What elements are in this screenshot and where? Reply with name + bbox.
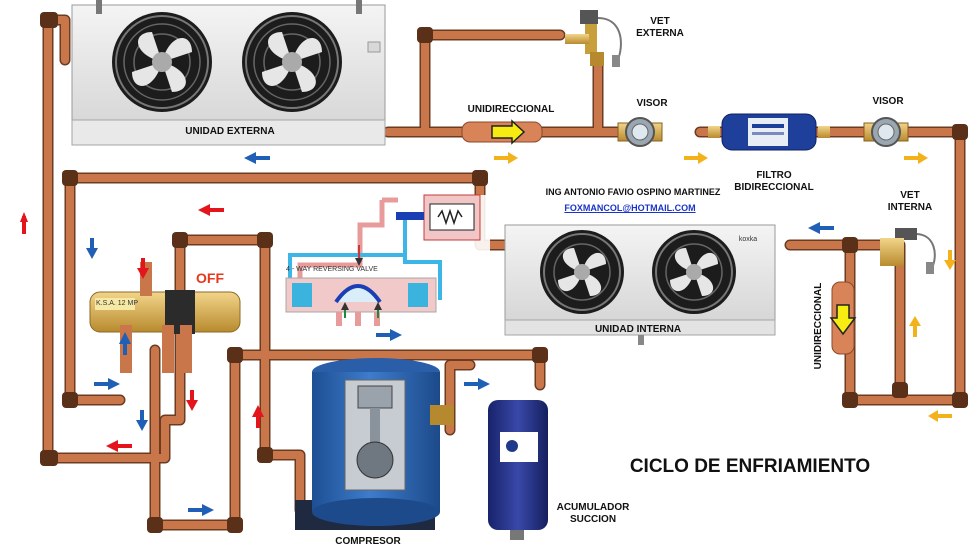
flow-arrow-blue <box>244 152 270 164</box>
fan-icon <box>112 12 212 112</box>
expansion-valve-external <box>565 10 622 67</box>
flow-arrow-blue <box>376 329 402 341</box>
sight-glass-right-label: VISOR <box>872 96 904 107</box>
author-name: ING ANTONIO FAVIO OSPINO MARTINEZ <box>545 187 721 197</box>
valve-tag: K.S.A. 12 MP <box>95 300 139 307</box>
reversing-valve-schematic <box>275 194 490 326</box>
flow-arrow-blue <box>119 332 131 355</box>
sight-glass-left <box>617 117 663 147</box>
filter-drier <box>708 113 830 151</box>
flow-arrow-blue <box>136 410 148 431</box>
indoor-unit-label: UNIDAD INTERNA <box>594 324 682 335</box>
vet-internal-label-line2: INTERNA <box>887 202 933 213</box>
flow-arrows <box>20 152 956 516</box>
author-email[interactable]: FOXMANCOL@HOTMAIL.COM <box>564 203 696 213</box>
flow-arrow-yellow <box>494 152 518 164</box>
flow-arrow-yellow <box>928 410 952 422</box>
accumulator-label-line2: SUCCION <box>569 514 617 525</box>
flow-arrow-blue <box>188 504 214 516</box>
expansion-valve-internal <box>880 228 936 274</box>
valve-status-off: OFF <box>196 270 224 286</box>
four-way-valve <box>89 262 241 373</box>
compressor-label: COMPRESOR <box>335 536 401 547</box>
vet-external-label-line2: EXTERNA <box>636 28 684 39</box>
flow-arrow-blue <box>464 378 490 390</box>
check-valve-side-label: UNIDIRECCIONAL <box>813 282 824 370</box>
fan-icon <box>540 230 624 314</box>
diagram-title: CICLO DE ENFRIAMIENTO <box>629 456 871 477</box>
indoor-unit-brand: koxka <box>738 236 758 243</box>
flow-arrow-yellow <box>904 152 928 164</box>
sight-glass-right <box>863 117 909 147</box>
flow-arrow-yellow <box>909 316 921 337</box>
check-valve-top <box>461 119 543 145</box>
flow-arrow-blue <box>94 378 120 390</box>
fan-icon <box>242 12 342 112</box>
compressor <box>295 358 454 530</box>
fan-icon <box>652 230 736 314</box>
flow-arrow-blue <box>808 222 834 234</box>
outdoor-unit-label: UNIDAD EXTERNA <box>185 126 275 137</box>
vet-internal-label-line1: VET <box>900 190 920 201</box>
flow-arrow-red <box>252 405 264 428</box>
flow-arrow-red <box>186 390 198 411</box>
flow-arrow-red <box>106 440 132 452</box>
flow-arrow-yellow <box>684 152 708 164</box>
check-valve-top-label: UNIDIRECCIONAL <box>467 104 555 115</box>
flow-arrow-red <box>137 258 149 279</box>
suction-accumulator <box>488 400 548 540</box>
flow-arrow-red <box>198 204 224 216</box>
filter-label-line1: FILTRO <box>756 170 792 181</box>
indoor-unit <box>504 224 776 345</box>
flow-arrow-yellow <box>944 250 956 270</box>
sight-glass-left-label: VISOR <box>636 98 668 109</box>
vet-external-label-line1: VET <box>650 16 670 27</box>
accumulator-label-line1: ACUMULADOR <box>556 502 630 513</box>
check-valve-side <box>829 281 857 355</box>
flow-arrow-blue <box>86 238 98 259</box>
flow-arrow-red <box>20 212 28 234</box>
valve-caption: 4 - WAY REVERSING VALVE <box>286 266 378 273</box>
filter-label-line2: BIDIRECCIONAL <box>734 182 814 193</box>
outdoor-unit <box>71 0 386 146</box>
